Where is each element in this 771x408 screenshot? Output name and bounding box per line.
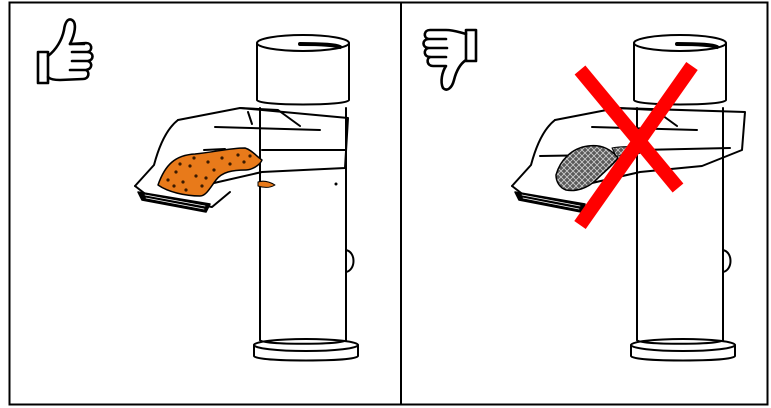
aerator-insert-correct <box>158 148 275 196</box>
thumbs-down-icon <box>424 30 477 90</box>
diagram-frame <box>10 3 768 405</box>
panel-correct <box>38 19 358 360</box>
thumbs-up-icon <box>38 19 93 83</box>
aerator-outlet-incorrect <box>515 192 585 212</box>
panel-incorrect <box>424 30 746 361</box>
